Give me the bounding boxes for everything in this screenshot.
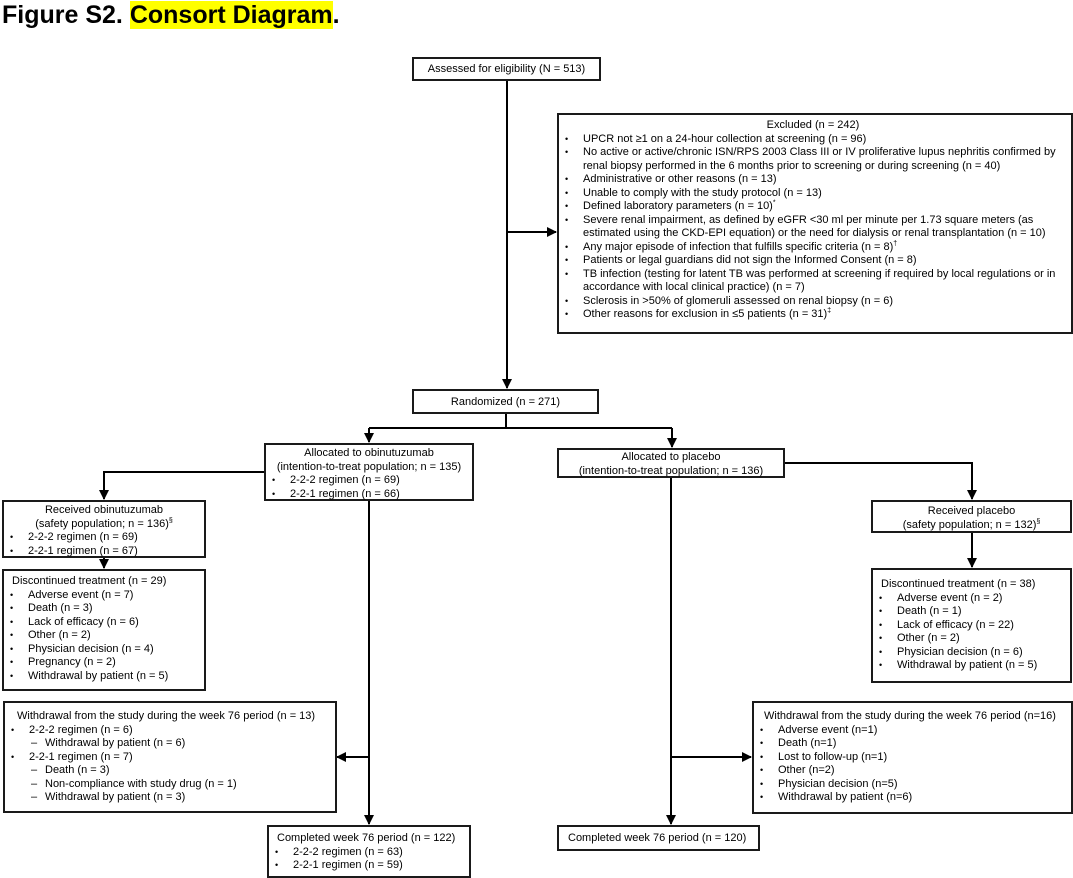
wd-obi-box: Withdrawal from the study during the wee… xyxy=(3,701,337,813)
wd-pbo-item: Death (n=1) xyxy=(754,737,1071,751)
excluded-item: Unable to comply with the study protocol… xyxy=(559,187,1067,201)
excluded-box: Excluded (n = 242) UPCR not ≥1 on a 24-h… xyxy=(557,113,1073,334)
wd-obi-item: 2-2-2 regimen (n = 6) xyxy=(5,724,335,738)
recv-obi-line2: (safety population; n = 136)§ xyxy=(35,516,173,530)
excluded-item: Patients or legal guardians did not sign… xyxy=(559,254,1067,268)
disc-obi-item: Other (n = 2) xyxy=(4,629,204,643)
recv-pbo-line1: Received placebo xyxy=(927,505,1016,517)
disc-obi-item: Death (n = 3) xyxy=(4,602,204,616)
recv-obi-box: Received obinutuzumab (safety population… xyxy=(2,500,206,558)
disc-obi-item: Pregnancy (n = 2) xyxy=(4,656,204,670)
excluded-item: Administrative or other reasons (n = 13) xyxy=(559,173,1067,187)
excluded-item: UPCR not ≥1 on a 24-hour collection at s… xyxy=(559,133,1067,147)
wd-obi-header: Withdrawal from the study during the wee… xyxy=(17,710,316,722)
alloc-pbo-line2: (intention-to-treat population; n = 136) xyxy=(578,464,764,477)
wd-pbo-item: Withdrawal by patient (n=6) xyxy=(754,791,1071,805)
excluded-list: UPCR not ≥1 on a 24-hour collection at s… xyxy=(559,133,1067,322)
wd-pbo-item: Physician decision (n=5) xyxy=(754,778,1071,792)
excluded-item: Sclerosis in >50% of glomeruli assessed … xyxy=(559,295,1067,309)
recv-obi-line1: Received obinutuzumab xyxy=(44,504,164,516)
disc-obi-header: Discontinued treatment (n = 29) xyxy=(12,575,167,587)
assessed-box: Assessed for eligibility (N = 513) xyxy=(412,57,601,81)
assessed-text: Assessed for eligibility (N = 513) xyxy=(427,63,586,75)
wd-obi-subitem: Withdrawal by patient (n = 3) xyxy=(5,791,335,805)
connector-to-recv-pbo xyxy=(785,462,977,500)
disc-obi-list: Adverse event (n = 7) Death (n = 3) Lack… xyxy=(4,589,204,684)
comp-pbo-box: Completed week 76 period (n = 120) xyxy=(557,825,760,851)
excluded-item: Defined laboratory parameters (n = 10)* xyxy=(559,199,1067,214)
wd-pbo-item: Adverse event (n=1) xyxy=(754,724,1071,738)
alloc-obi-item: 2-2-2 regimen (n = 69) xyxy=(266,474,472,488)
disc-pbo-item: Other (n = 2) xyxy=(873,632,1070,646)
comp-obi-list: 2-2-2 regimen (n = 63) 2-2-1 regimen (n … xyxy=(269,846,469,873)
randomized-box: Randomized (n = 271) xyxy=(412,389,599,414)
wd-pbo-item: Lost to follow-up (n=1) xyxy=(754,751,1071,765)
comp-pbo-header: Completed week 76 period (n = 120) xyxy=(568,832,747,844)
figure-title: Figure S2. Consort Diagram. xyxy=(2,0,340,32)
disc-obi-item: Withdrawal by patient (n = 5) xyxy=(4,670,204,684)
comp-obi-box: Completed week 76 period (n = 122) 2-2-2… xyxy=(267,825,471,878)
comp-obi-header: Completed week 76 period (n = 122) xyxy=(277,832,456,844)
wd-pbo-item: Other (n=2) xyxy=(754,764,1071,778)
wd-obi-list: 2-2-2 regimen (n = 6) Withdrawal by pati… xyxy=(5,724,335,805)
disc-pbo-list: Adverse event (n = 2) Death (n = 1) Lack… xyxy=(873,592,1070,673)
footnote-marker: § xyxy=(1036,517,1041,525)
disc-pbo-item: Withdrawal by patient (n = 5) xyxy=(873,659,1070,673)
disc-obi-box: Discontinued treatment (n = 29) Adverse … xyxy=(2,569,206,691)
comp-obi-item: 2-2-1 regimen (n = 59) xyxy=(269,859,469,873)
alloc-pbo-line1: Allocated to placebo xyxy=(621,451,721,463)
excluded-header: Excluded (n = 242) xyxy=(766,119,860,131)
connector-to-recv-obi xyxy=(99,471,264,500)
disc-pbo-item: Death (n = 1) xyxy=(873,605,1070,619)
footnote-marker: ‡ xyxy=(827,307,832,315)
excluded-item: Any major episode of infection that fulf… xyxy=(559,239,1067,255)
alloc-obi-box: Allocated to obinutuzumab (intention-to-… xyxy=(264,443,474,501)
randomized-text: Randomized (n = 271) xyxy=(450,396,561,408)
alloc-obi-list: 2-2-2 regimen (n = 69) 2-2-1 regimen (n … xyxy=(266,474,472,501)
wd-pbo-header: Withdrawal from the study during the wee… xyxy=(764,710,1056,722)
figure-title-highlighted: Consort Diagram xyxy=(129,1,333,29)
recv-obi-item: 2-2-1 regimen (n = 67) xyxy=(4,545,204,559)
excluded-item: Other reasons for exclusion in ≤5 patien… xyxy=(559,307,1067,322)
recv-pbo-box: Received placebo (safety population; n =… xyxy=(871,500,1072,533)
figure-title-end: . xyxy=(332,1,340,29)
wd-pbo-box: Withdrawal from the study during the wee… xyxy=(752,701,1073,814)
wd-obi-subitem: Death (n = 3) xyxy=(5,764,335,778)
figure-label: Figure S2. xyxy=(2,1,130,29)
wd-obi-subitem: Non-compliance with study drug (n = 1) xyxy=(5,778,335,792)
wd-pbo-list: Adverse event (n=1) Death (n=1) Lost to … xyxy=(754,724,1071,805)
alloc-pbo-box: Allocated to placebo (intention-to-treat… xyxy=(557,448,785,478)
alloc-obi-line2: (intention-to-treat population; n = 135) xyxy=(276,460,462,473)
recv-obi-list: 2-2-2 regimen (n = 69) 2-2-1 regimen (n … xyxy=(4,531,204,558)
disc-obi-item: Physician decision (n = 4) xyxy=(4,643,204,657)
disc-pbo-header: Discontinued treatment (n = 38) xyxy=(881,578,1036,590)
comp-obi-item: 2-2-2 regimen (n = 63) xyxy=(269,846,469,860)
disc-pbo-item: Lack of efficacy (n = 22) xyxy=(873,619,1070,633)
wd-obi-subitem: Withdrawal by patient (n = 6) xyxy=(5,737,335,751)
disc-obi-item: Lack of efficacy (n = 6) xyxy=(4,616,204,630)
alloc-obi-item: 2-2-1 regimen (n = 66) xyxy=(266,488,472,502)
disc-pbo-box: Discontinued treatment (n = 38) Adverse … xyxy=(871,568,1072,683)
recv-obi-item: 2-2-2 regimen (n = 69) xyxy=(4,531,204,545)
footnote-marker: † xyxy=(893,239,898,247)
disc-pbo-item: Physician decision (n = 6) xyxy=(873,646,1070,660)
excluded-item: Severe renal impairment, as defined by e… xyxy=(559,214,1067,241)
excluded-item: TB infection (testing for latent TB was … xyxy=(559,268,1067,295)
footnote-marker: * xyxy=(772,199,776,207)
wd-obi-item: 2-2-1 regimen (n = 7) xyxy=(5,751,335,765)
footnote-marker: § xyxy=(168,516,173,524)
excluded-item: No active or active/chronic ISN/RPS 2003… xyxy=(559,146,1067,173)
disc-pbo-item: Adverse event (n = 2) xyxy=(873,592,1070,606)
recv-pbo-line2: (safety population; n = 132)§ xyxy=(902,517,1041,531)
alloc-obi-line1: Allocated to obinutuzumab xyxy=(304,447,434,459)
disc-obi-item: Adverse event (n = 7) xyxy=(4,589,204,603)
